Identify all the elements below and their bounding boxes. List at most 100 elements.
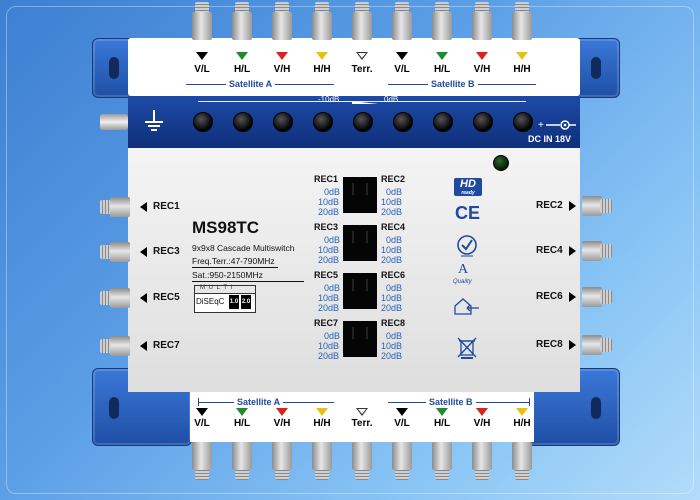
polarity-bottom-label: V/L [194,418,210,429]
output-arrow-left-icon [140,247,147,257]
attenuation-level-left: 10dB [318,293,340,303]
attenuation-switch-4[interactable] [343,321,377,357]
attenuation-level-left: 10dB [318,197,340,207]
side-connector-left-3[interactable] [100,288,130,308]
attenuation-level-left: 20dB [318,207,340,217]
polarity-bottom-label: H/L [233,418,251,429]
spec-underline-2 [192,281,304,282]
side-connector-right-3[interactable] [582,287,612,307]
receiver-output-label-left: REC3 [153,246,180,257]
attenuation-switch-1[interactable] [343,177,377,213]
switch-label-right: REC2 [381,174,406,184]
attenuator-max-label: 0dB [384,95,399,104]
switch-label-left: REC7 [314,318,339,328]
polarity-top-label: H/L [233,64,251,75]
attenuation-level-left: 0dB [324,235,341,245]
output-arrow-right-icon [569,201,576,211]
polarity-bottom-label: V/H [473,418,491,429]
output-connector-4[interactable] [312,442,332,480]
top-input-label-bar [128,38,580,96]
input-connector-1[interactable] [192,2,212,40]
input-connector-8[interactable] [472,2,492,40]
input-connector-2[interactable] [232,2,252,40]
polarity-top-label: V/L [194,64,210,75]
attenuator-knob-2[interactable] [233,112,253,132]
polarity-bottom-label: V/L [394,418,410,429]
attenuator-knob-7[interactable] [433,112,453,132]
polarity-top-marker-icon [316,52,328,60]
receiver-output-label-right: REC8 [536,339,563,350]
attenuation-level-left: 10dB [318,341,340,351]
output-connector-1[interactable] [192,442,212,480]
side-connector-right-4[interactable] [582,335,612,355]
output-connector-7[interactable] [432,442,452,480]
attenuator-knob-9[interactable] [513,112,533,132]
output-arrow-right-icon [569,246,576,256]
attenuation-level-left: 20dB [318,255,340,265]
output-arrow-left-icon [140,293,147,303]
side-connector-right-1[interactable] [582,196,612,216]
ground-icon [145,110,163,131]
output-connector-9[interactable] [512,442,532,480]
input-connector-5[interactable] [352,2,372,40]
ce-mark-icon: CE [455,203,481,223]
attenuator-knob-3[interactable] [273,112,293,132]
receiver-output-label-left: REC5 [153,292,180,303]
polarity-top-label: Terr. [351,64,373,75]
receiver-output-label-left: REC7 [153,340,180,351]
diseqc-version-1: 1.0 [229,295,239,309]
attenuator-min-label: -10dB [318,95,340,104]
attenuation-level-right: 0dB [386,187,403,197]
attenuator-knob-5[interactable] [353,112,373,132]
attenuation-level-right: 0dB [386,331,403,341]
output-connector-8[interactable] [472,442,492,480]
side-connector-right-2[interactable] [582,241,612,261]
satellite-frequency: Sat.:950-2150MHz [192,270,263,280]
side-connector-left-4[interactable] [100,336,130,356]
polarity-bottom-marker-icon [396,408,408,416]
polarity-top-label: H/H [313,64,331,75]
receiver-output-label-left: REC1 [153,201,180,212]
dc-polarity-icon: + [538,120,576,131]
quality-icon: A [458,262,469,277]
attenuator-knob-1[interactable] [193,112,213,132]
polarity-bottom-marker-icon [516,408,528,416]
output-connector-5[interactable] [352,442,372,480]
attenuation-level-left: 0dB [324,331,341,341]
attenuation-level-right: 10dB [381,245,403,255]
attenuator-knob-6[interactable] [393,112,413,132]
attenuation-switch-2[interactable] [343,225,377,261]
input-connector-7[interactable] [432,2,452,40]
attenuation-level-left: 0dB [324,283,341,293]
polarity-bottom-marker-icon [316,408,328,416]
input-connector-3[interactable] [272,2,292,40]
attenuator-knob-8[interactable] [473,112,493,132]
input-connector-4[interactable] [312,2,332,40]
side-connector-left-1[interactable] [100,197,130,217]
attenuator-knob-4[interactable] [313,112,333,132]
polarity-bottom-marker-icon [236,408,248,416]
ground-terminal[interactable] [100,114,128,130]
diseqc-label: DiSEqC [196,297,225,306]
input-connector-9[interactable] [512,2,532,40]
attenuation-switch-3[interactable] [343,273,377,309]
side-connector-left-2[interactable] [100,242,130,262]
switch-label-left: REC1 [314,174,339,184]
attenuator-scale-line [198,101,526,102]
polarity-bottom-marker-icon [276,408,288,416]
output-connector-2[interactable] [232,442,252,480]
polarity-bottom-label: H/H [313,418,331,429]
terrestrial-frequency: Freq.Terr.:47-790MHz [192,256,275,266]
output-connector-6[interactable] [392,442,412,480]
switch-label-left: REC5 [314,270,339,280]
output-connector-3[interactable] [272,442,292,480]
output-arrow-right-icon [569,340,576,350]
attenuation-level-left: 0dB [324,187,341,197]
polarity-top-label: H/H [513,64,531,75]
output-arrow-right-icon [569,292,576,302]
diseqc-version-2: 2.0 [241,295,251,309]
input-connector-6[interactable] [392,2,412,40]
attenuation-level-right: 20dB [381,351,403,361]
polarity-bottom-label: V/H [273,418,291,429]
